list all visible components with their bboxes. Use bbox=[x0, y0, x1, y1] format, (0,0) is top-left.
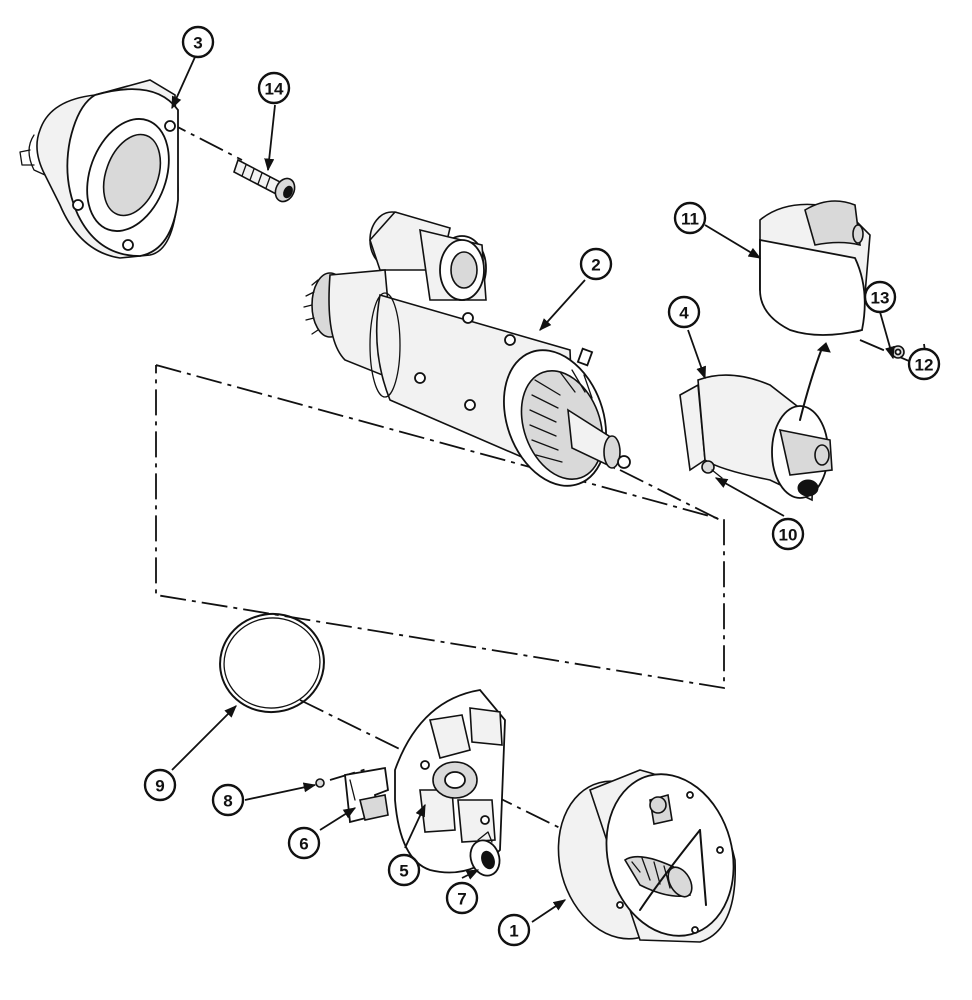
drive-housing bbox=[19, 79, 179, 259]
callout-1: 1 bbox=[497, 913, 531, 947]
callout-4-label: 4 bbox=[679, 304, 689, 323]
callout-13: 13 bbox=[863, 280, 897, 314]
callout-6: 6 bbox=[287, 826, 321, 860]
solenoid-cover bbox=[759, 200, 871, 336]
callout-11: 11 bbox=[673, 201, 707, 235]
callout-8-label: 8 bbox=[223, 792, 232, 811]
callout-6-label: 6 bbox=[299, 835, 308, 854]
callout-14-label: 14 bbox=[265, 80, 284, 99]
o-ring bbox=[219, 612, 325, 714]
callout-12-label: 12 bbox=[915, 356, 934, 375]
callout-13-label: 13 bbox=[871, 289, 890, 308]
callout-5: 5 bbox=[387, 853, 421, 887]
leader-lines bbox=[171, 56, 931, 923]
housing-bolt bbox=[233, 158, 296, 203]
solenoid bbox=[679, 342, 833, 502]
brush-clip bbox=[344, 766, 389, 824]
brush-holder-plate bbox=[394, 689, 506, 874]
callout-14: 14 bbox=[257, 71, 291, 105]
callout-2-label: 2 bbox=[591, 256, 600, 275]
callout-4: 4 bbox=[667, 295, 701, 329]
bushing bbox=[469, 831, 501, 877]
commutator-bars bbox=[529, 369, 593, 463]
callout-3: 3 bbox=[181, 25, 215, 59]
callout-5-label: 5 bbox=[399, 862, 408, 881]
brush-screw bbox=[315, 778, 325, 788]
callout-11-label: 11 bbox=[681, 210, 699, 229]
callout-7-label: 7 bbox=[457, 890, 466, 909]
callout-10: 10 bbox=[771, 517, 805, 551]
solenoid-screw bbox=[701, 460, 723, 479]
callout-3-label: 3 bbox=[193, 34, 202, 53]
callout-9-label: 9 bbox=[155, 777, 164, 796]
callout-12: 12 bbox=[907, 347, 941, 381]
motor-body bbox=[303, 211, 631, 487]
callout-7: 7 bbox=[445, 881, 479, 915]
callout-8: 8 bbox=[211, 783, 245, 817]
callout-2: 2 bbox=[579, 247, 613, 281]
end-cap bbox=[557, 769, 737, 943]
callout-10-label: 10 bbox=[779, 526, 798, 545]
callout-9: 9 bbox=[143, 768, 177, 802]
callout-1-label: 1 bbox=[509, 922, 518, 941]
